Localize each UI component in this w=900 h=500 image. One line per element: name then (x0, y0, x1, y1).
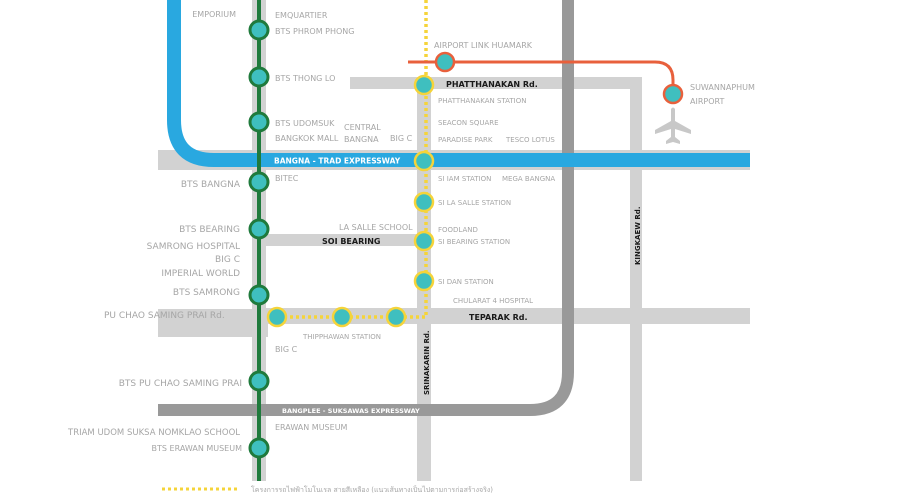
yellow-station-si-la-salle[interactable] (413, 191, 435, 213)
road-label-srinakarin: SRINAKARIN Rd. (423, 330, 431, 395)
road-label-soi-bearing: SOI BEARING (322, 237, 380, 246)
bts-station-erawan-museum[interactable] (248, 437, 270, 459)
yellow-station-thipphawan[interactable] (331, 306, 353, 328)
road-label-kingkaew: KINGKAEW Rd. (634, 207, 642, 265)
airport-station-huamark[interactable] (434, 51, 456, 73)
yellow-station-teparak-east[interactable] (385, 306, 407, 328)
central-bangna-line-1: CENTRAL (344, 123, 381, 132)
landmark-emporium: EMPORIUM (192, 10, 236, 19)
station-label-erawan-museum: BTS ERAWAN MUSEUM (152, 444, 243, 453)
bts-station-udomsuk[interactable] (248, 111, 270, 133)
station-label-si-dan: SI DAN STATION (438, 278, 494, 286)
landmark-bitec: BITEC (275, 174, 299, 183)
landmark-mega-bangna: MEGA BANGNA (502, 175, 555, 183)
station-label-thipphawan: THIPPHAWAN STATION (302, 333, 381, 341)
bts-station-samrong[interactable] (248, 284, 270, 306)
landmark-bangkok-mall: BANGKOK MALL (275, 134, 339, 143)
station-label-samrong: BTS SAMRONG (173, 288, 240, 298)
central-bangna-line-2: BANGNA (344, 135, 379, 144)
yellow-station-si-dan[interactable] (413, 270, 435, 292)
bts-station-phrom-phong[interactable] (248, 19, 270, 41)
landmark-big-c-1: BIG C (390, 134, 413, 143)
road-kingkaew (630, 77, 642, 481)
bts-station-bearing[interactable] (248, 218, 270, 240)
station-label-si-la-salle: SI LA SALLE STATION (438, 199, 511, 207)
road-soi-bearing (258, 234, 418, 246)
station-label-phatthanakan: PHATTHANAKAN STATION (438, 97, 526, 105)
expressway-layer (158, 0, 574, 416)
airport-link-line (408, 60, 675, 94)
legend: โครงการรถไฟฟ้าโมโนเรล สายสีเหลือง (แนวเส… (162, 485, 493, 494)
yellow-station-phatthanakan[interactable] (413, 74, 435, 96)
station-label-thong-lo: BTS THONG LO (275, 74, 335, 83)
landmark-big-c-3: BIG C (275, 345, 298, 354)
road-label-bangplee: BANGPLEE - SUKSAWAS EXPRESSWAY (282, 407, 420, 415)
bts-stations (248, 19, 270, 459)
station-label-bearing: BTS BEARING (179, 225, 240, 235)
road-pu-chao (158, 309, 268, 337)
road-label-phatthanakan: PHATTHANAKAN Rd. (446, 80, 538, 89)
legend-planned-line-text: โครงการรถไฟฟ้าโมโนเรล สายสีเหลือง (แนวเส… (251, 485, 493, 494)
landmark-seacon-square: SEACON SQUARE (438, 119, 499, 127)
road-label-bangna-trad: BANGNA - TRAD EXPRESSWAY (274, 157, 401, 166)
bts-station-thong-lo[interactable] (248, 66, 270, 88)
landmark-erawan-museum: ERAWAN MUSEUM (275, 423, 348, 432)
station-label-pu-chao: BTS PU CHAO SAMING PRAI (119, 379, 242, 389)
suvarnabhumi-line-1: SUWANNAPHUM (690, 83, 755, 92)
yellow-stations (266, 74, 435, 328)
landmark-foodland: FOODLAND (438, 226, 478, 234)
station-label-si-iam: SI IAM STATION (438, 175, 491, 183)
expressway-bangna-trad (167, 0, 750, 167)
yellow-station-si-iam[interactable] (413, 150, 435, 172)
station-label-si-bearing: SI BEARING STATION (438, 238, 510, 246)
yellow-line (277, 0, 428, 319)
landmark-central-bangna: CENTRAL BANGNA (344, 123, 383, 144)
landmark-emquartier: EMQUARTIER (275, 11, 328, 20)
station-label-phrom-phong: BTS PHROM PHONG (275, 27, 354, 36)
expressway-bangplee (158, 0, 574, 416)
bts-station-pu-chao[interactable] (248, 370, 270, 392)
station-label-udomsuk: BTS UDOMSUK (275, 119, 335, 128)
landmark-imperial-world: IMPERIAL WORLD (161, 269, 240, 279)
road-label-teparak: TEPARAK Rd. (469, 313, 528, 322)
landmark-big-c-2: BIG C (215, 255, 240, 265)
landmark-tesco-lotus: TESCO LOTUS (505, 136, 555, 144)
landmark-samrong-hospital: SAMRONG HOSPITAL (147, 242, 240, 252)
suvarnabhumi-line-2: AIRPORT (690, 97, 724, 106)
airplane-icon (655, 107, 691, 144)
landmark-triam-udom: TRIAM UDOM SUKSA NOMKLAO SCHOOL (67, 428, 240, 438)
yellow-station-teparak-west[interactable] (266, 306, 288, 328)
station-label-suvarnabhumi: SUWANNAPHUM AIRPORT (690, 83, 757, 106)
landmark-chularat: CHULARAT 4 HOSPITAL (453, 297, 533, 305)
landmark-paradise-park: PARADISE PARK (438, 136, 493, 144)
yellow-station-si-bearing[interactable] (413, 230, 435, 252)
landmark-la-salle-school: LA SALLE SCHOOL (339, 223, 413, 232)
bts-station-bangna[interactable] (248, 171, 270, 193)
airport-stations (434, 51, 684, 105)
road-label-pu-chao: PU CHAO SAMING PRAI Rd. (104, 311, 225, 321)
station-label-bangna: BTS BANGNA (181, 180, 241, 190)
airport-station-suvarnabhumi[interactable] (662, 83, 684, 105)
station-label-huamark: AIRPORT LINK HUAMARK (434, 41, 533, 50)
